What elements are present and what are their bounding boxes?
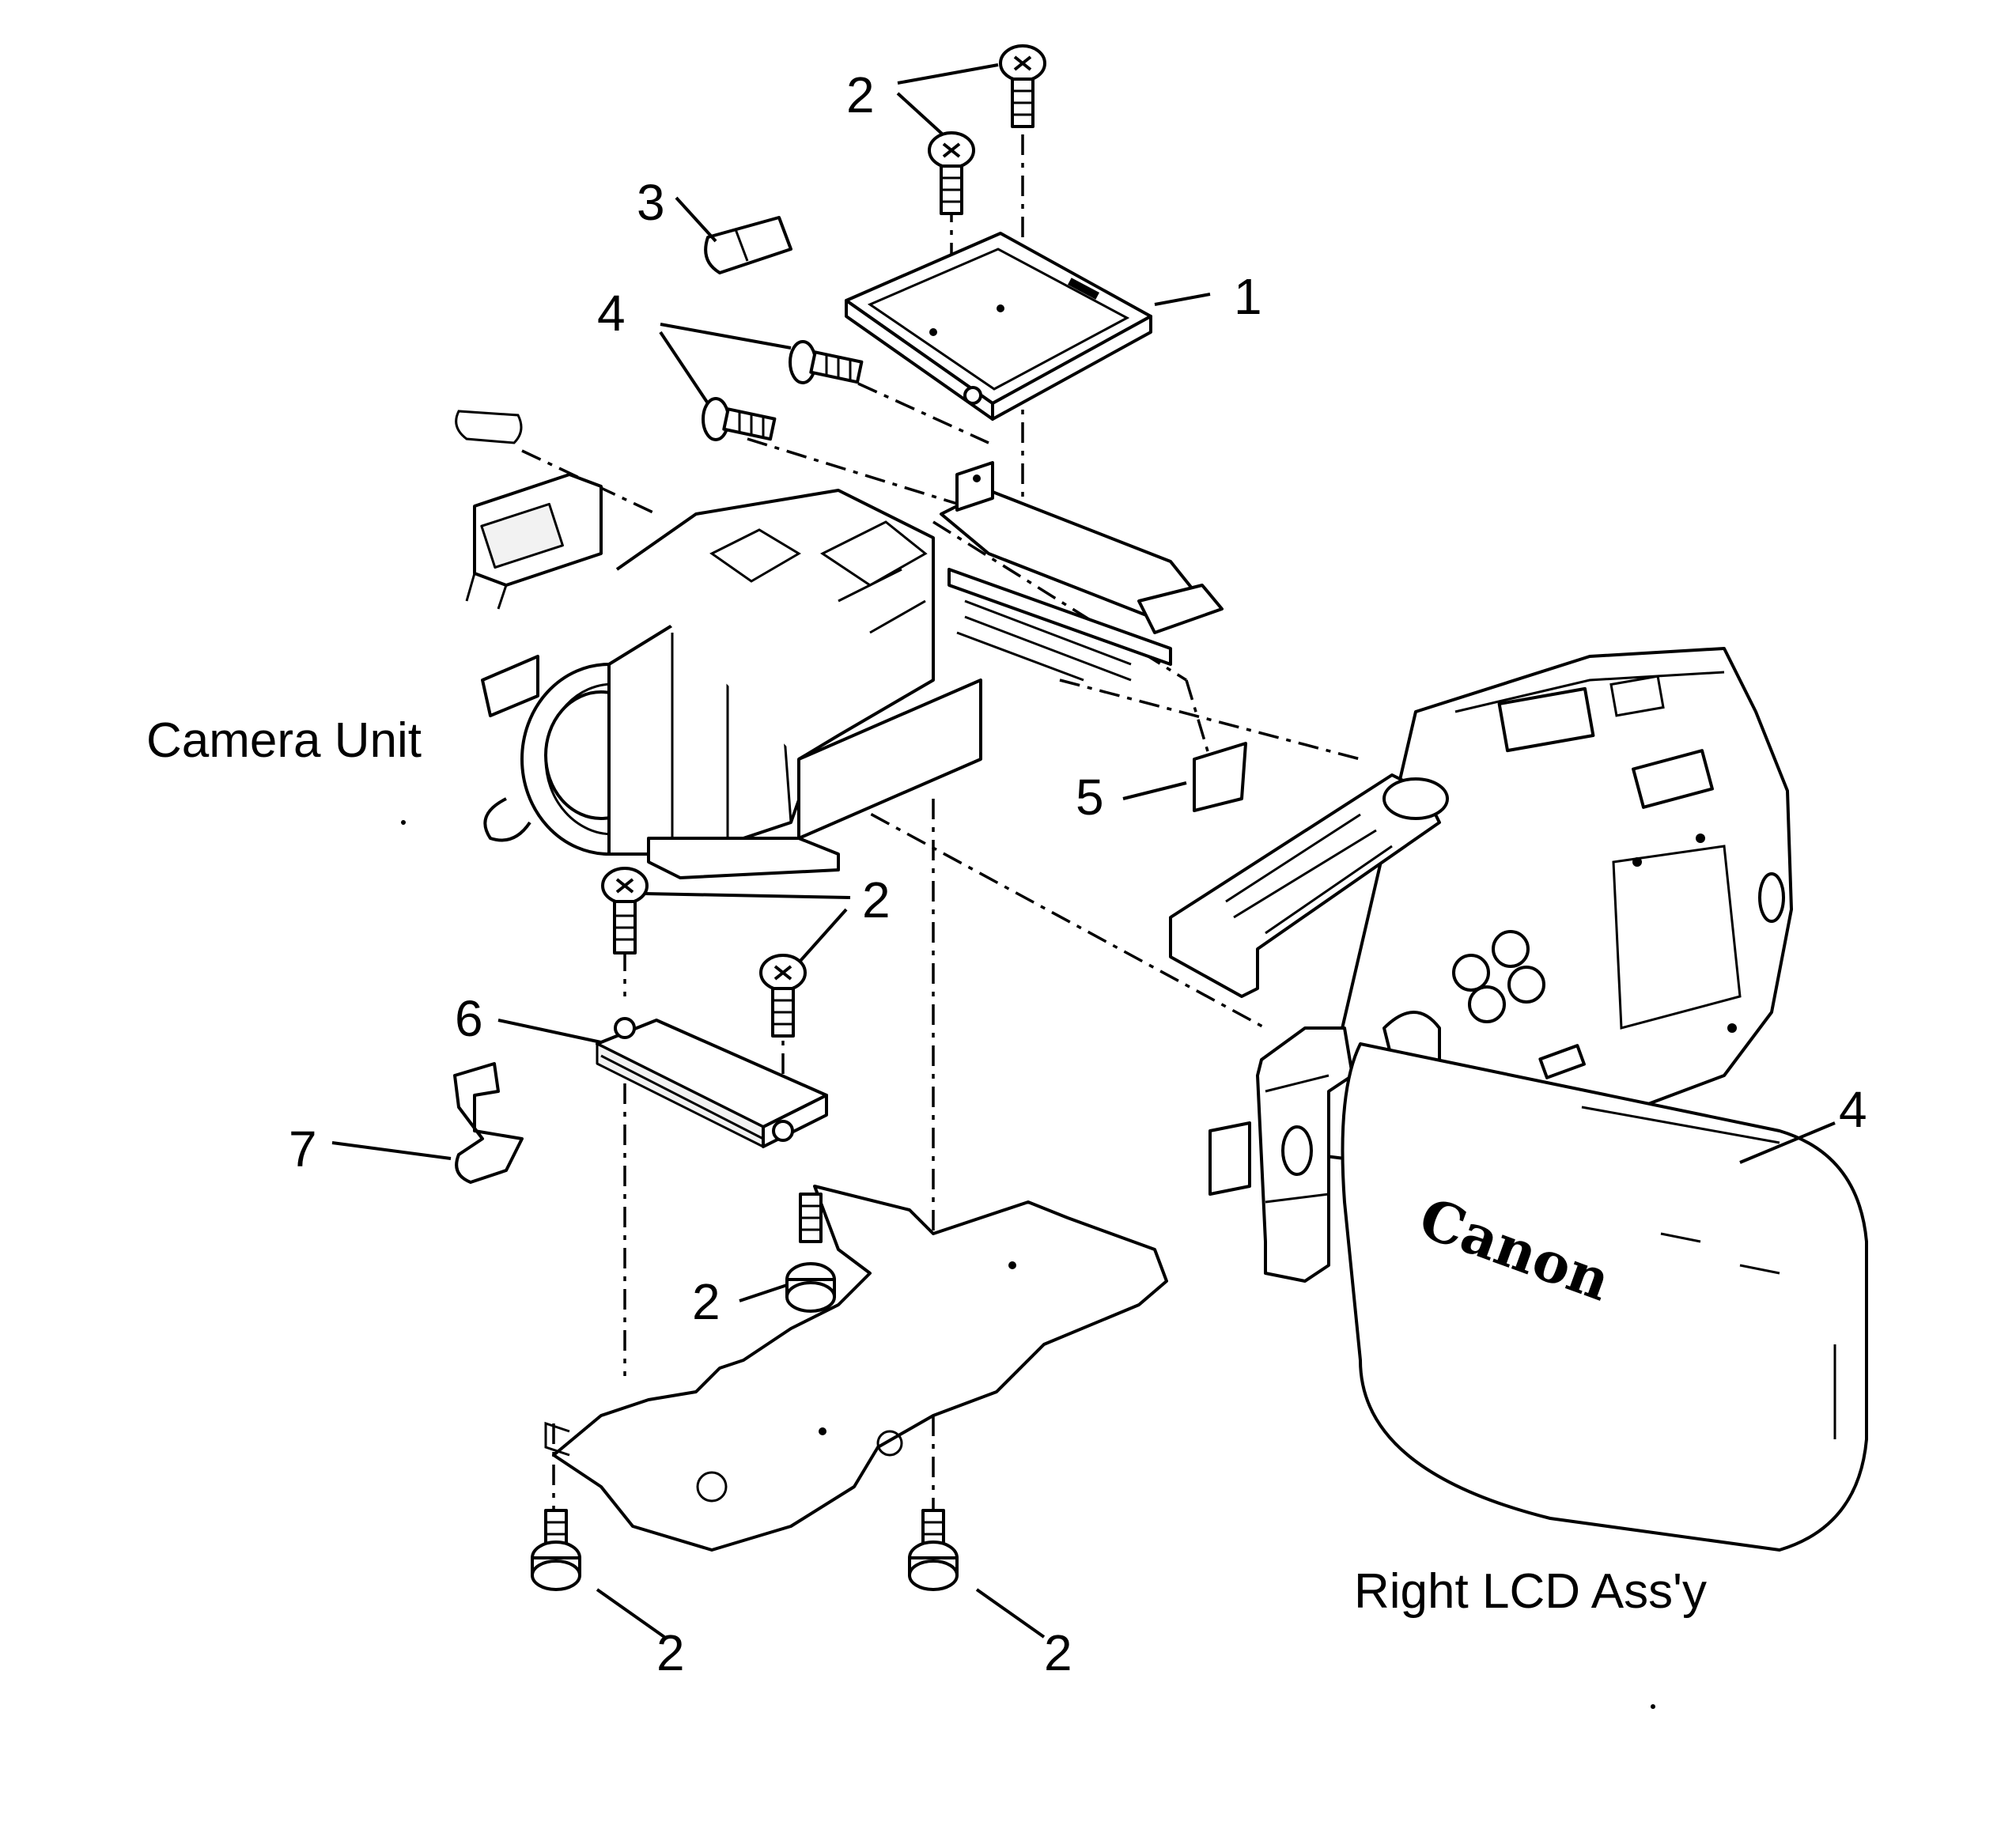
switch-assembly [455,410,603,610]
callout-6: 6 [455,990,483,1047]
board-part-6 [596,1017,828,1148]
callout-numbers: 1 2 3 4 5 2 6 7 4 2 2 2 [289,66,1867,1681]
shield-plate-part-1 [845,232,1152,421]
callout-2-board: 2 [692,1273,721,1330]
camera-unit [481,461,1224,879]
screw-bottom-right [908,1509,959,1591]
camera-unit-caption: Camera Unit [146,713,422,768]
callout-3: 3 [637,174,665,231]
right-lcd-assembly: Canon [1169,647,1868,1552]
screw-top-a [999,44,1046,128]
callout-2-bottom-right: 2 [1044,1624,1072,1681]
main-board [544,1185,1168,1552]
screw-side-4a [789,340,864,384]
callout-7: 7 [289,1121,317,1178]
callout-4-right: 4 [1839,1081,1867,1138]
callout-2-mid: 2 [862,871,891,928]
screw-side-4b [702,397,777,441]
screw-mid-b [759,954,807,1038]
screw-mid-a [601,867,649,955]
right-lcd-caption: Right LCD Ass'y [1354,1564,1707,1619]
callout-5: 5 [1076,769,1104,826]
flex-part-7 [453,1062,524,1184]
callout-1: 1 [1234,268,1262,325]
callout-2-bottom-left: 2 [656,1624,685,1681]
leader-lines [331,63,1836,1639]
tape-part-3 [704,216,792,274]
screw-top-b [928,131,975,215]
callout-2-top: 2 [846,66,875,123]
screw-bottom-left [531,1509,581,1591]
screw-board [785,1193,836,1313]
sheet-part-5 [1193,742,1247,812]
callout-4-top: 4 [597,285,626,342]
